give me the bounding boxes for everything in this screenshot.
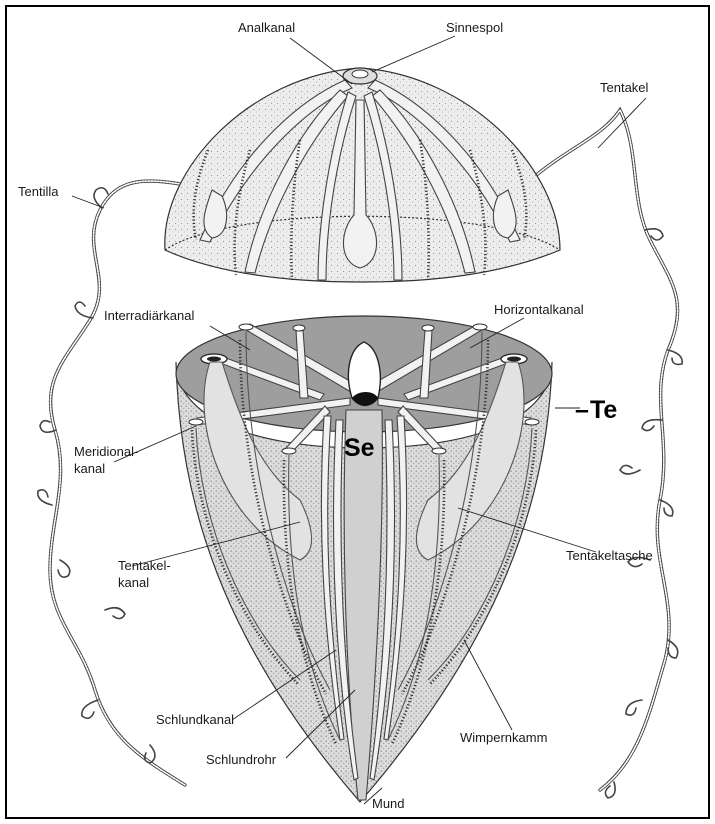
label-tentakeltasche: Tentakeltasche (566, 548, 653, 563)
label-analkanal: Analkanal (238, 20, 295, 35)
label-meridional-line1: Meridional- (74, 444, 138, 459)
label-tentakel: Tentakel (600, 80, 649, 95)
label-te: Te (590, 396, 617, 424)
label-schlundkanal: Schlundkanal (156, 712, 234, 727)
label-tentakelkanal-line2: kanal (118, 575, 149, 590)
label-interradiaerkanal: Interradiärkanal (104, 308, 194, 323)
label-wimpernkamm: Wimpernkamm (460, 730, 547, 745)
label-sinnespol: Sinnespol (446, 20, 503, 35)
label-se: Se (344, 434, 375, 462)
label-schlundrohr: Schlundrohr (206, 752, 277, 767)
label-tentakelkanal-line1: Tentakel- (118, 558, 171, 573)
label-tentilla: Tentilla (18, 184, 59, 199)
label-mund: Mund (372, 796, 405, 811)
label-te-dash: – (575, 396, 589, 424)
label-horizontalkanal: Horizontalkanal (494, 302, 584, 317)
label-meridional-line2: kanal (74, 461, 105, 476)
